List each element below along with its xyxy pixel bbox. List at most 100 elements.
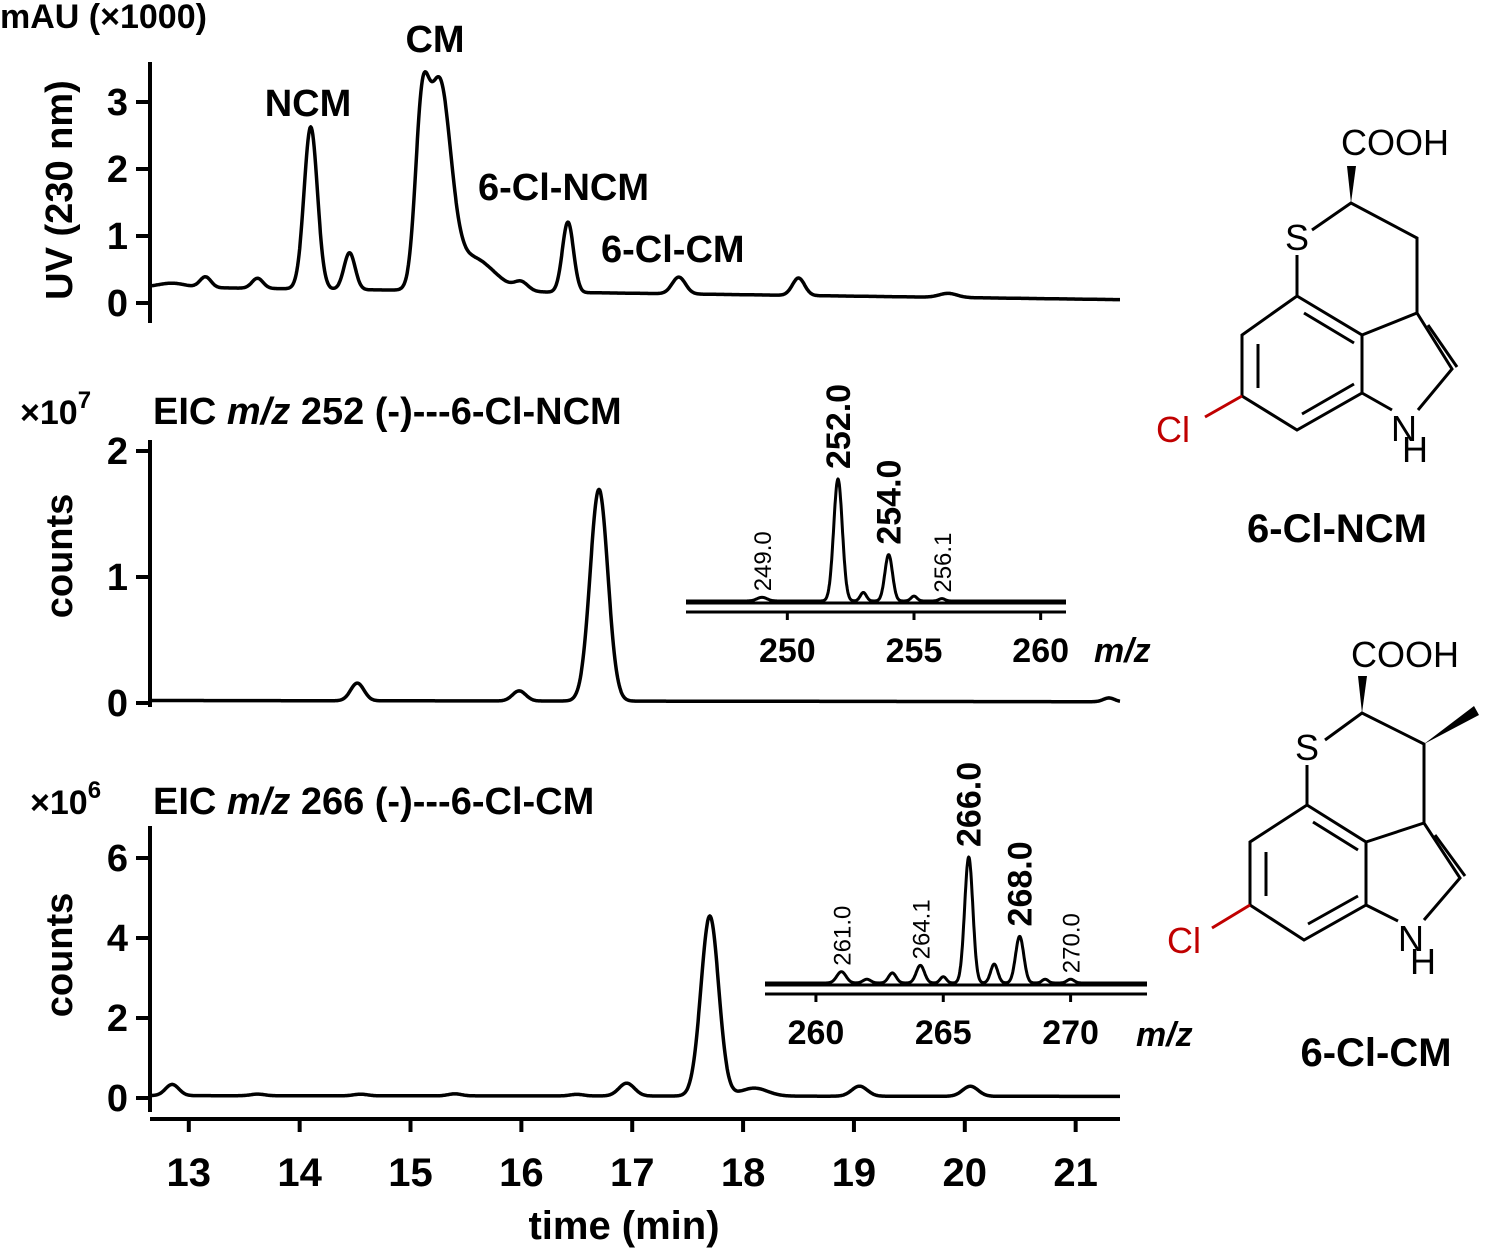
time-x-tick-label: 21 [1053, 1151, 1098, 1195]
inset266-peak-labels: 261.0 264.1 266.0 268.0 270.0 [829, 762, 1085, 973]
nh-hydrogen: H [1410, 941, 1436, 982]
inset-x-tick-label: 260 [788, 1014, 845, 1052]
nitrogen-atom: N [1391, 408, 1417, 449]
eic266-title: EIC m/z 266 (-)---6-Cl-CM [153, 781, 594, 823]
time-x-tick-label: 14 [277, 1151, 322, 1195]
structure-name-label: 6-Cl-CM [1300, 1031, 1451, 1075]
sulfur-atom: S [1295, 727, 1319, 768]
uv-y-ticks: 0 1 2 3 [107, 82, 150, 325]
y-tick-label: 2 [107, 431, 128, 473]
eic266-ms-inset: 260 265 270 261.0 264.1 266.0 268.0 270.0 m/z [763, 762, 1193, 1054]
stereo-wedge-cooh [1358, 676, 1367, 713]
y-tick-label: 6 [107, 838, 128, 880]
peak-label-cm: CM [405, 19, 464, 61]
eic252-scale-label: ×107 [20, 387, 91, 432]
chlorine-atom: Cl [1156, 409, 1190, 450]
y-tick-label: 0 [107, 1078, 128, 1120]
inset-peak-label: 268.0 [1002, 841, 1040, 926]
uv-peak-labels: NCM CM 6-Cl-NCM 6-Cl-CM [265, 19, 745, 271]
time-x-tick-label: 18 [721, 1151, 766, 1195]
inset-peak-label: 264.1 [908, 899, 935, 959]
uv-trace [148, 70, 1122, 302]
benzene-inner-double-bond-2 [1303, 311, 1355, 345]
eic252-y-axis-label: counts [39, 494, 81, 619]
eic266-panel: ×106 EIC m/z 266 (-)---6-Cl-CM counts 0 2… [30, 762, 1193, 1248]
bond-c-n [1361, 391, 1393, 412]
inset-x-tick-label: 255 [886, 632, 943, 670]
pyrrole-ring-bonds [1365, 821, 1462, 921]
inset252-peak-labels: 249.0 252.0 254.0 256.1 [750, 384, 957, 593]
eic266-y-ticks: 0 2 4 6 [107, 838, 150, 1120]
benzene-inner-double-bond-3 [1307, 894, 1359, 926]
eic252-title: EIC m/z 252 (-)---6-Cl-NCM [153, 391, 622, 433]
uv-y-axis-label: UV (230 nm) [39, 80, 81, 300]
eic252-panel: ×107 EIC m/z 252 (-)---6-Cl-NCM counts 0… [20, 384, 1151, 725]
y-tick-label: 1 [107, 216, 128, 258]
chlorine-atom: Cl [1167, 920, 1201, 961]
pyrrole-double-bond [1426, 324, 1459, 368]
eic266-trace [148, 914, 1122, 1099]
time-x-tick-label: 20 [943, 1151, 988, 1195]
inset-peak-label: 266.0 [951, 762, 989, 847]
y-tick-label: 3 [107, 82, 128, 124]
peak-label-6-cl-ncm: 6-Cl-NCM [478, 167, 649, 209]
time-x-tick-label: 17 [610, 1151, 655, 1195]
benzene-ring [1240, 294, 1364, 432]
y-tick-label: 2 [107, 998, 128, 1040]
time-x-axis-label: time (min) [528, 1204, 719, 1248]
bond-c-cl [1211, 903, 1251, 930]
time-x-tick-label: 19 [832, 1151, 877, 1195]
inset252-x-axis-label: m/z [1094, 632, 1151, 670]
inset-x-tick-label: 250 [759, 632, 816, 670]
eic266-scale-label: ×106 [30, 777, 101, 822]
bond-c-cl [1204, 394, 1243, 419]
inset-peak-label: 249.0 [750, 531, 777, 591]
inset252-spectrum [684, 477, 1068, 603]
y-tick-label: 4 [107, 918, 128, 960]
time-x-tick-label: 16 [499, 1151, 544, 1195]
structure-name-label: 6-Cl-NCM [1247, 507, 1427, 551]
structure-cooh-label: COOH [1351, 634, 1459, 675]
structure-6-cl-cm: COOH S N H Cl 6-Cl-CM [1167, 634, 1479, 1075]
inset-peak-label: 252.0 [820, 384, 858, 469]
structure-6-cl-ncm: COOH S N H Cl 6-Cl-NCM [1156, 122, 1459, 551]
inset266-x-ticks: 260 265 270 [788, 994, 1099, 1052]
thiopyran-ring-bonds [1311, 201, 1419, 313]
benzene-inner-double-bond-3 [1301, 382, 1355, 416]
peak-label-ncm: NCM [265, 83, 352, 125]
peak-label-6-cl-cm: 6-Cl-CM [601, 229, 745, 271]
inset266-x-axis-label: m/z [1136, 1016, 1193, 1054]
inset-x-tick-label: 270 [1042, 1014, 1099, 1052]
uv-unit-label: mAU (×1000) [0, 0, 207, 36]
inset266-spectrum [763, 855, 1149, 985]
y-tick-label: 1 [107, 557, 128, 599]
inset-peak-label: 261.0 [829, 906, 856, 966]
y-tick-label: 0 [107, 683, 128, 725]
pyrrole-double-bond [1433, 834, 1467, 877]
eic252-y-ticks: 0 1 2 [107, 431, 150, 725]
y-tick-label: 2 [107, 149, 128, 191]
eic252-trace [148, 487, 1122, 704]
time-x-tick-label: 15 [388, 1151, 433, 1195]
inset-peak-label: 256.1 [930, 533, 957, 593]
nh-hydrogen: H [1402, 429, 1428, 470]
y-tick-label: 0 [107, 283, 128, 325]
uv-panel: mAU (×1000) UV (230 nm) 0 1 2 3 NCM CM 6-Cl… [0, 0, 1122, 325]
inset-peak-label: 270.0 [1059, 913, 1086, 973]
stereo-wedge-cooh [1347, 166, 1356, 203]
inset-x-tick-label: 265 [915, 1014, 972, 1052]
inset252-x-ticks: 250 255 260 [759, 612, 1069, 670]
eic266-y-axis-label: counts [39, 893, 81, 1018]
bond-c-n [1365, 903, 1399, 923]
pyrrole-ring-bonds [1361, 311, 1454, 411]
thiopyran-ring-bonds [1324, 711, 1426, 823]
inset-peak-label: 254.0 [871, 460, 909, 545]
eic252-ms-inset: 250 255 260 249.0 252.0 254.0 256.1 m/z [684, 384, 1151, 670]
sulfur-atom: S [1285, 217, 1309, 258]
structure-cooh-label: COOH [1341, 122, 1449, 163]
nitrogen-atom: N [1398, 918, 1424, 959]
stereo-wedge-methyl [1424, 706, 1479, 744]
inset-x-tick-label: 260 [1012, 632, 1069, 670]
